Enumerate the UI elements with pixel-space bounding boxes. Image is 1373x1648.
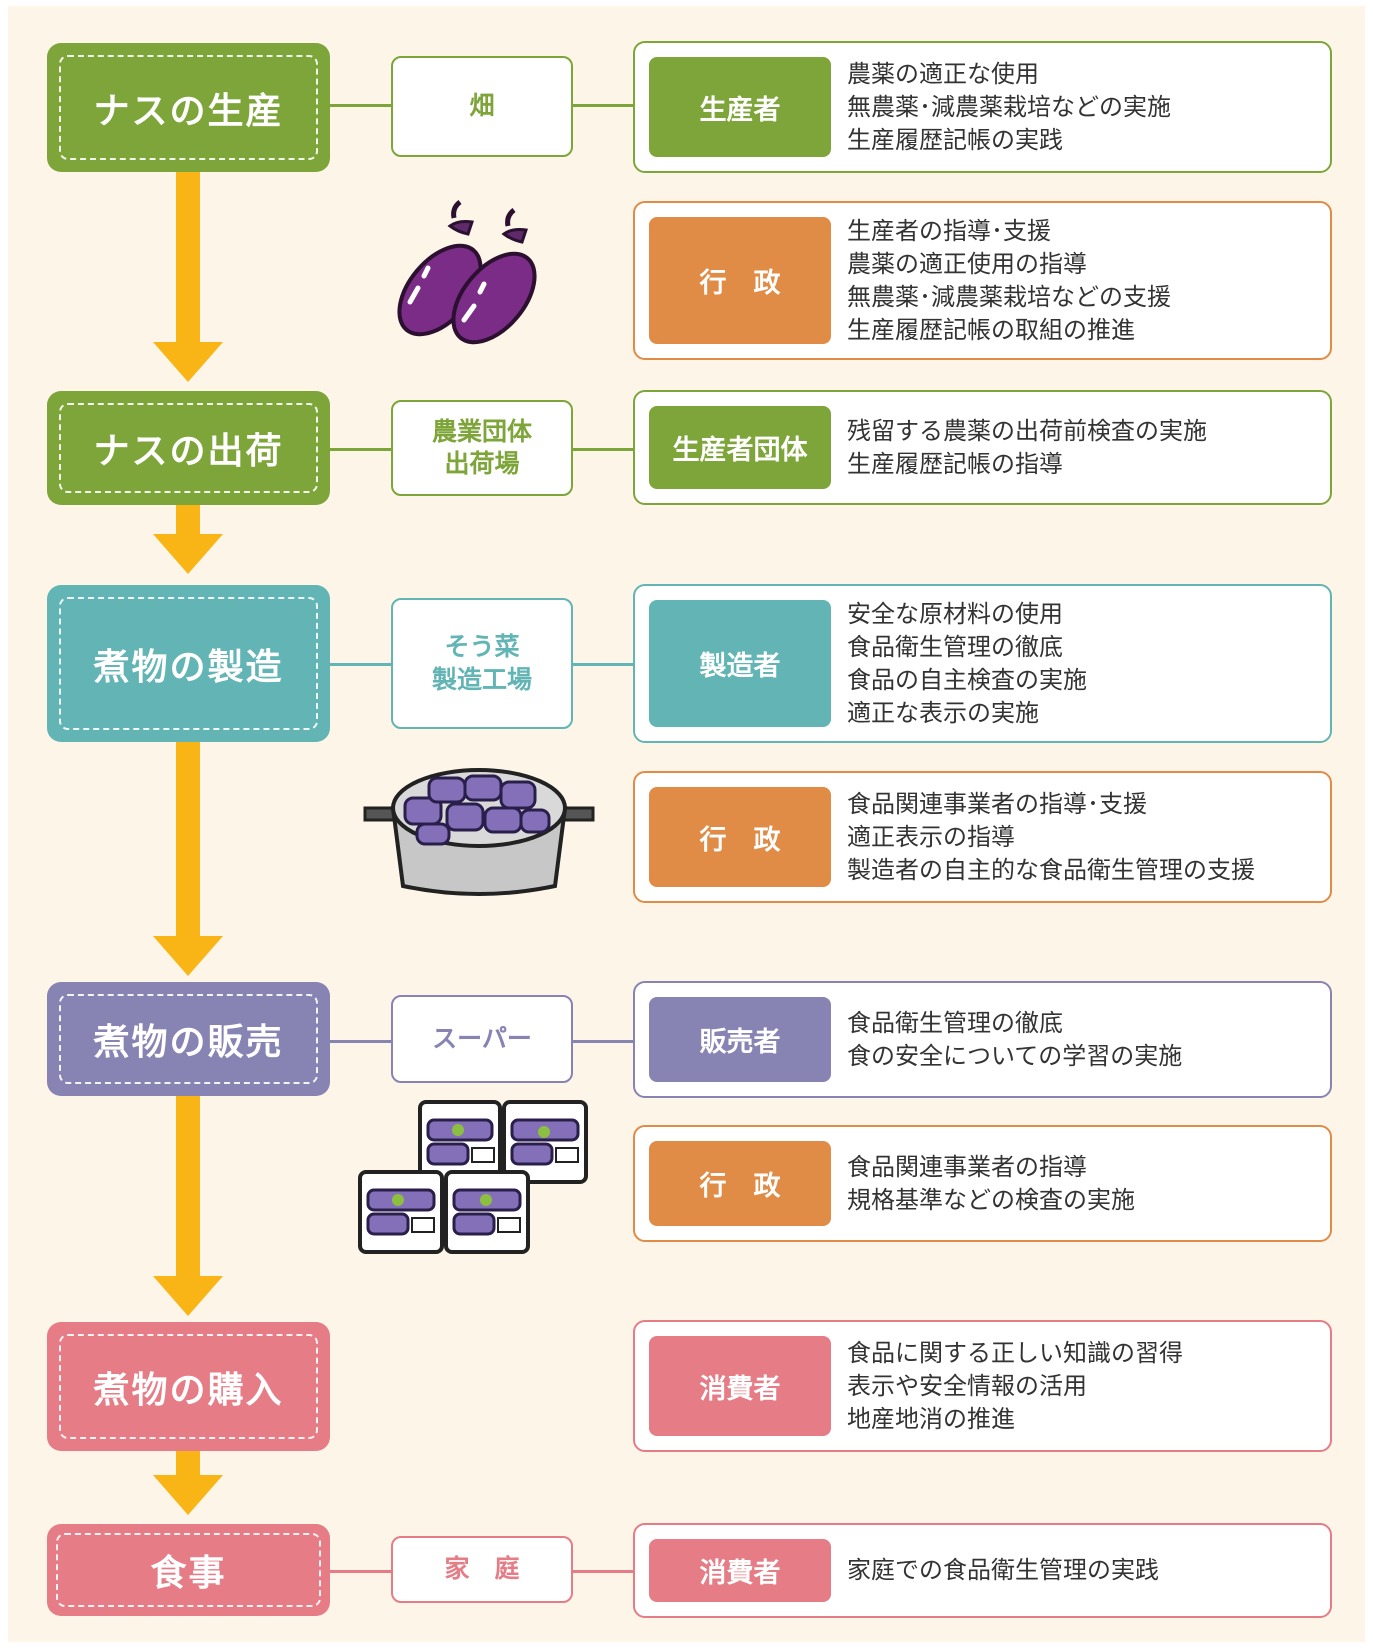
role-label-seller: 販売者 [649, 997, 831, 1082]
stage-nimono-sales: 煮物の販売 [47, 982, 330, 1096]
info-lines: 残留する農薬の出荷前検査の実施 生産履歴記帳の指導 [847, 416, 1207, 478]
stage-eggplant-shipping: ナスの出荷 [47, 391, 330, 505]
info-manufacturer: 製造者 安全な原材料の使用 食品衛生管理の徹底 食品の自主検査の実施 適正な表示… [633, 584, 1332, 743]
info-lines: 家庭での食品衛生管理の実践 [847, 1556, 1159, 1584]
role-label-producer-group: 生産者団体 [649, 406, 831, 489]
stage-meal: 食事 [47, 1524, 330, 1616]
stage-eggplant-production: ナスの生産 [47, 43, 330, 172]
info-producer: 生産者 農薬の適正な使用 無農薬･減農薬栽培などの実施 生産履歴記帳の実践 [633, 41, 1332, 173]
place-supermarket: スーパー [391, 995, 573, 1083]
info-lines: 安全な原材料の使用 食品衛生管理の徹底 食品の自主検査の実施 適正な表示の実施 [847, 599, 1087, 727]
info-consumer-meal: 消費者 家庭での食品衛生管理の実践 [633, 1523, 1332, 1618]
role-label-manufacturer: 製造者 [649, 600, 831, 727]
role-label-government: 行 政 [649, 217, 831, 344]
role-label-producer: 生産者 [649, 57, 831, 157]
info-government-sales: 行 政 食品関連事業者の指導 規格基準などの検査の実施 [633, 1125, 1332, 1242]
role-label-consumer: 消費者 [649, 1336, 831, 1436]
stage-nimono-purchase: 煮物の購入 [47, 1322, 330, 1451]
info-lines: 生産者の指導･支援 農薬の適正使用の指導 無農薬･減農薬栽培などの支援 生産履歴… [847, 216, 1171, 344]
info-producer-group: 生産者団体 残留する農薬の出荷前検査の実施 生産履歴記帳の指導 [633, 390, 1332, 505]
info-government-production: 行 政 生産者の指導･支援 農薬の適正使用の指導 無農薬･減農薬栽培などの支援 … [633, 201, 1332, 360]
pot-icon [363, 768, 595, 896]
info-government-manufacturing: 行 政 食品関連事業者の指導･支援 適正表示の指導 製造者の自主的な食品衛生管理… [633, 771, 1332, 903]
place-home: 家 庭 [391, 1536, 573, 1603]
info-lines: 食品衛生管理の徹底 食の安全についての学習の実施 [847, 1008, 1183, 1070]
place-field: 畑 [391, 56, 573, 157]
eggplant-icon [397, 200, 537, 345]
info-lines: 食品関連事業者の指導 規格基準などの検査の実施 [847, 1152, 1135, 1214]
info-lines: 食品関連事業者の指導･支援 適正表示の指導 製造者の自主的な食品衛生管理の支援 [847, 789, 1255, 884]
food-pack-icon [358, 1100, 588, 1254]
role-label-government: 行 政 [649, 1141, 831, 1226]
role-label-government: 行 政 [649, 787, 831, 887]
place-shipping-site: 農業団体 出荷場 [391, 400, 573, 496]
info-lines: 農薬の適正な使用 無農薬･減農薬栽培などの実施 生産履歴記帳の実践 [847, 59, 1171, 154]
role-label-consumer: 消費者 [649, 1539, 831, 1602]
info-seller: 販売者 食品衛生管理の徹底 食の安全についての学習の実施 [633, 981, 1332, 1098]
stage-nimono-manufacturing: 煮物の製造 [47, 585, 330, 742]
info-consumer-purchase: 消費者 食品に関する正しい知識の習得 表示や安全情報の活用 地産地消の推進 [633, 1320, 1332, 1452]
info-lines: 食品に関する正しい知識の習得 表示や安全情報の活用 地産地消の推進 [847, 1338, 1183, 1433]
place-side-dish-factory: そう菜 製造工場 [391, 598, 573, 729]
